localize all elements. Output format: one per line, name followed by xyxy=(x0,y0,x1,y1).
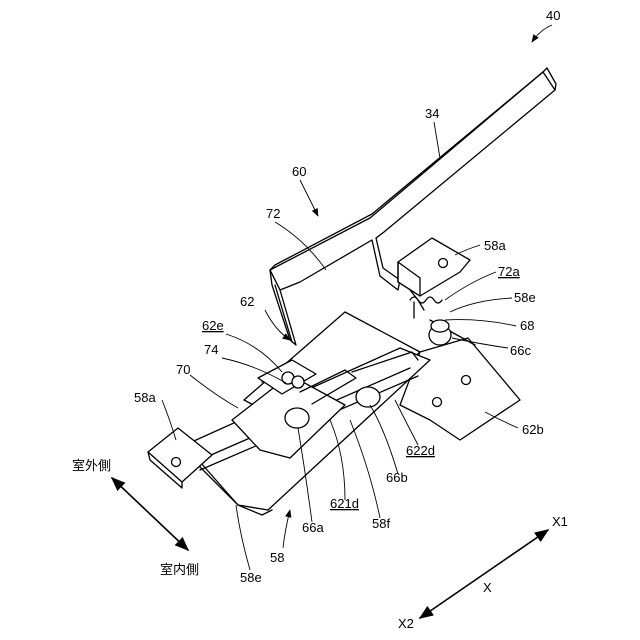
indoor-outdoor-arrow xyxy=(112,478,188,550)
label-58e-top: 58e xyxy=(514,290,536,305)
x-axis-arrow xyxy=(420,530,548,618)
label-62b: 62b xyxy=(522,422,544,437)
label-62e: 62e xyxy=(202,318,224,333)
label-621d: 621d xyxy=(330,496,359,511)
label-outdoor-side: 室外側 xyxy=(72,458,111,474)
label-74: 74 xyxy=(204,342,218,357)
label-40: 40 xyxy=(546,8,560,23)
label-66c: 66c xyxy=(510,343,531,358)
label-66a: 66a xyxy=(302,520,324,535)
label-x1: X1 xyxy=(552,514,568,529)
label-58: 58 xyxy=(270,550,284,565)
label-58f: 58f xyxy=(372,516,390,531)
spring-68 xyxy=(410,297,442,318)
label-72a: 72a xyxy=(498,264,520,279)
label-34: 34 xyxy=(425,106,439,121)
label-x: X xyxy=(483,580,492,595)
label-62: 62 xyxy=(240,294,254,309)
label-indoor-side: 室内側 xyxy=(160,562,199,578)
label-58a-top: 58a xyxy=(484,238,506,253)
label-66b: 66b xyxy=(386,470,408,485)
label-58e-bottom: 58e xyxy=(240,570,262,585)
label-68: 68 xyxy=(520,318,534,333)
label-622d: 622d xyxy=(406,443,435,458)
label-60: 60 xyxy=(292,164,306,179)
figure-arrow-40 xyxy=(532,25,552,42)
label-70: 70 xyxy=(176,362,190,377)
label-58a-left: 58a xyxy=(134,390,156,405)
label-72: 72 xyxy=(266,206,280,221)
label-x2: X2 xyxy=(398,616,414,631)
